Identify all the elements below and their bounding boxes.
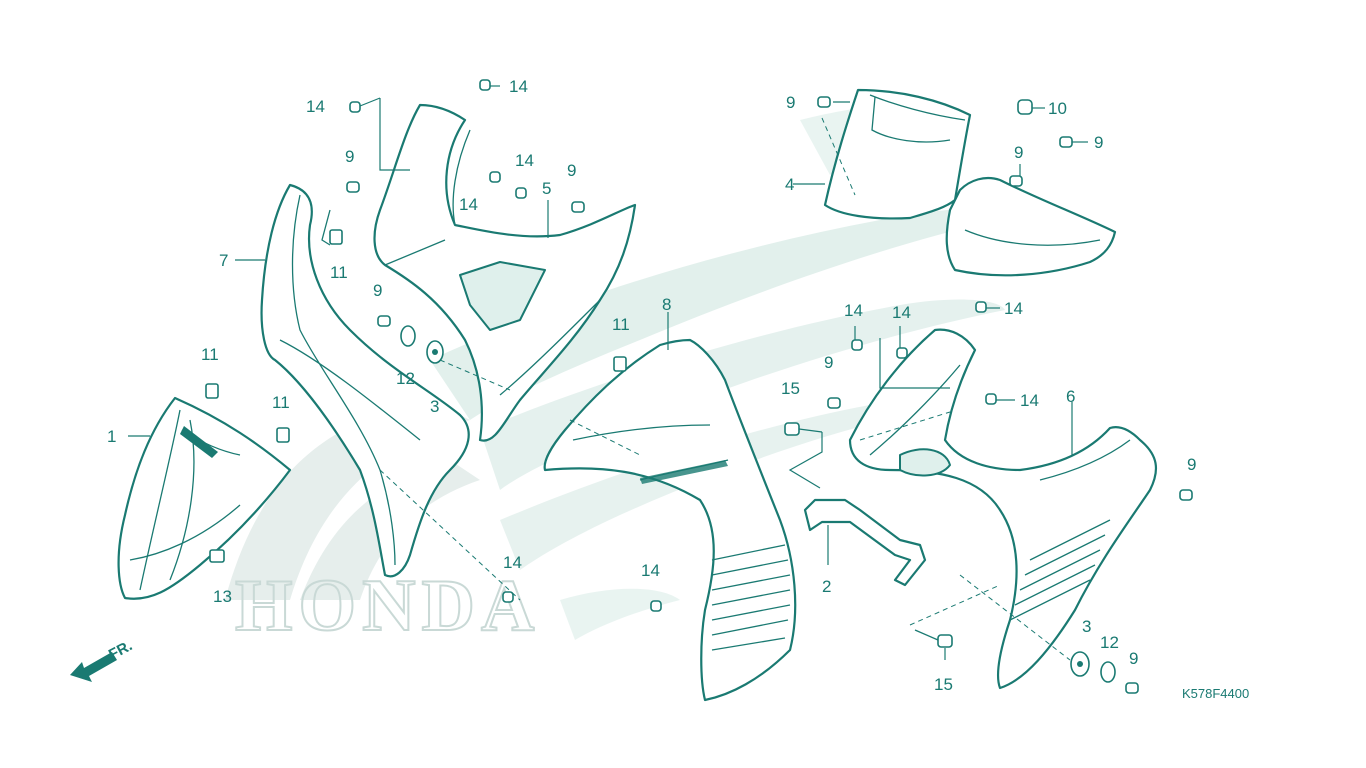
callout-3-right: 3 xyxy=(1082,617,1091,636)
callout-14-h: 14 xyxy=(892,303,911,322)
leader-lines xyxy=(128,85,1088,660)
washer-12-b xyxy=(1100,661,1116,683)
callout-3-left: 3 xyxy=(430,397,439,416)
diagram-code: K578F4400 xyxy=(1182,686,1249,701)
callout-11-d: 11 xyxy=(612,315,630,334)
callout-15-b: 15 xyxy=(934,675,953,694)
grommet-3-a xyxy=(426,340,444,364)
bolt-9-i xyxy=(1125,682,1139,694)
callout-14-c: 14 xyxy=(515,151,534,170)
grommet-3-b xyxy=(1070,651,1090,677)
callout-9-d: 9 xyxy=(345,147,354,166)
callout-10: 10 xyxy=(1048,99,1067,118)
bolt-15-b xyxy=(914,629,953,648)
callout-13: 13 xyxy=(213,587,232,606)
part-2-bracket xyxy=(803,498,927,587)
callout-11-a: 11 xyxy=(330,263,348,282)
bolt-14-r2 xyxy=(896,347,908,359)
callout-labels: 1 2 3 3 4 5 6 7 8 9 9 9 9 9 9 9 9 9 9 10… xyxy=(107,77,1196,694)
part-4-inner-box xyxy=(823,88,972,220)
callout-14-b: 14 xyxy=(306,97,325,116)
callout-15-a: 15 xyxy=(781,379,800,398)
callout-12-a: 12 xyxy=(396,369,415,388)
bolt-14-top xyxy=(479,79,491,91)
callout-9-i: 9 xyxy=(1129,649,1138,668)
bolt-14-mid2 xyxy=(489,171,501,183)
watermark-text: HONDA xyxy=(235,565,540,647)
front-direction-arrow: FR. xyxy=(70,637,135,682)
bolt-14-low xyxy=(502,591,514,603)
bolt-14-mid xyxy=(515,187,527,199)
washer-12-a xyxy=(400,325,416,347)
bolt-14-r3 xyxy=(975,301,987,313)
callout-9-g: 9 xyxy=(824,353,833,372)
callout-1: 1 xyxy=(107,427,116,446)
callout-11-b: 11 xyxy=(201,345,219,364)
bolt-10 xyxy=(1017,99,1033,115)
callout-9-c: 9 xyxy=(1014,143,1023,162)
callout-14-j: 14 xyxy=(1020,391,1039,410)
callout-7: 7 xyxy=(219,251,228,270)
bolt-9-c xyxy=(1009,175,1023,187)
callout-8: 8 xyxy=(662,295,671,314)
fasteners xyxy=(205,79,1193,694)
part-floor-tray xyxy=(945,176,1117,277)
clip-13 xyxy=(209,549,225,563)
clip-11-d xyxy=(613,356,627,372)
callout-2: 2 xyxy=(822,577,831,596)
callout-5: 5 xyxy=(542,179,551,198)
bolt-14-r1 xyxy=(851,339,863,351)
callout-14-i: 14 xyxy=(1004,299,1023,318)
bolt-9-e xyxy=(571,201,585,213)
bolt-9-b xyxy=(1059,136,1073,148)
callout-14-f: 14 xyxy=(641,561,660,580)
clip-11-c xyxy=(276,427,290,443)
callout-14-g: 14 xyxy=(844,301,863,320)
bolt-9-g xyxy=(827,397,841,409)
bolt-9-f xyxy=(377,315,391,327)
clip-11-b xyxy=(205,383,219,399)
callout-9-h: 9 xyxy=(1187,455,1196,474)
callout-14-d: 14 xyxy=(459,195,478,214)
bolt-9-h xyxy=(1179,489,1193,501)
bolt-14-r4 xyxy=(985,393,997,405)
part-6-right-cowl xyxy=(848,328,1158,690)
part-1-front-cover xyxy=(117,396,292,600)
callout-4: 4 xyxy=(785,175,794,194)
bolt-9-d xyxy=(346,181,360,193)
bolt-15-a xyxy=(784,422,823,436)
dashed-assembly-lines xyxy=(379,117,1071,661)
bolt-14-left xyxy=(349,101,361,113)
callout-9-b: 9 xyxy=(1094,133,1103,152)
callout-9-a: 9 xyxy=(786,93,795,112)
tread-pattern xyxy=(711,544,791,651)
callout-14-a: 14 xyxy=(509,77,528,96)
callout-12-b: 12 xyxy=(1100,633,1119,652)
callout-9-f: 9 xyxy=(373,281,382,300)
callout-9-e: 9 xyxy=(567,161,576,180)
bolt-14-center xyxy=(650,600,662,612)
part-5-inner-cover xyxy=(373,103,637,442)
part-7-left-cowl xyxy=(260,183,470,578)
part-8-center-shield xyxy=(543,338,797,702)
callout-14-e: 14 xyxy=(503,553,522,572)
callout-11-c: 11 xyxy=(272,393,290,412)
bolt-9-a xyxy=(817,96,831,108)
callout-6: 6 xyxy=(1066,387,1075,406)
clip-11-a xyxy=(329,229,343,245)
